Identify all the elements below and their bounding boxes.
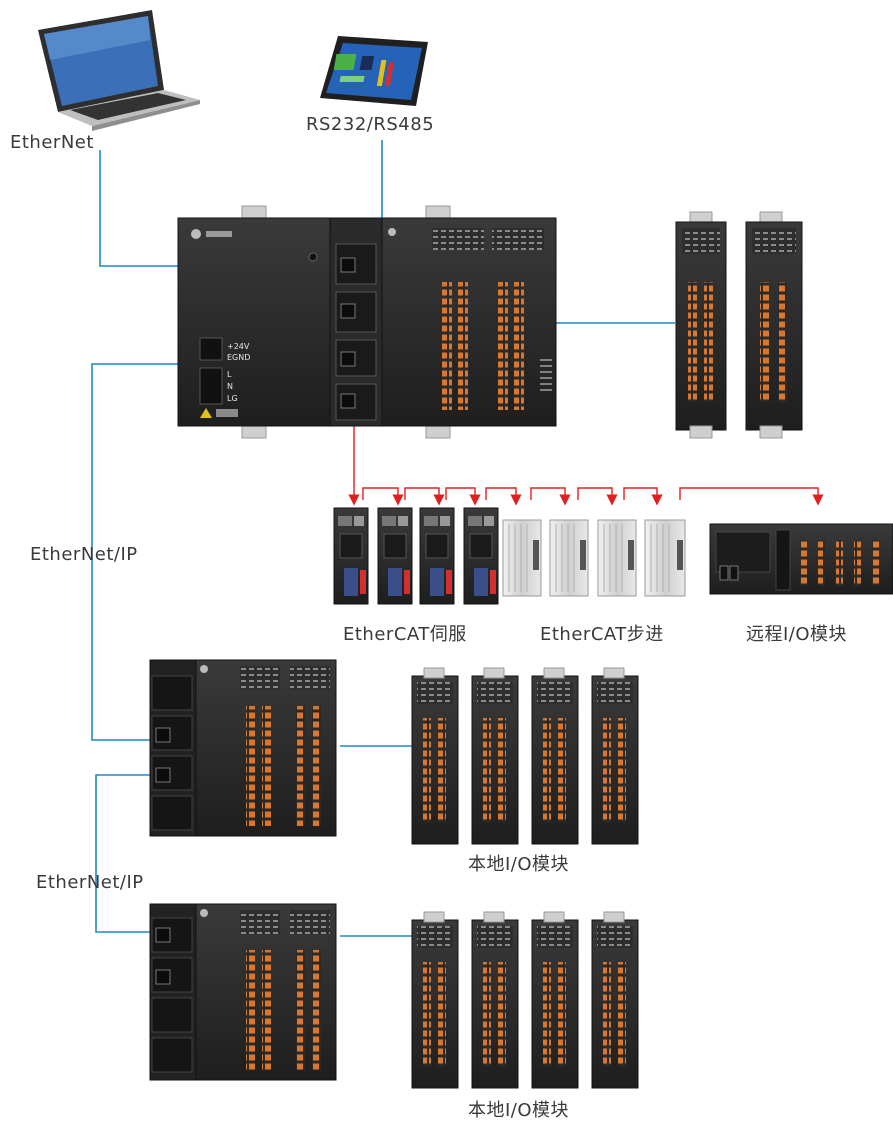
remote-io-group-label: 远程I/O模块 — [746, 624, 848, 645]
lg-label: LG — [227, 394, 238, 403]
hmi-tablet-icon — [320, 36, 428, 106]
hmi-link-label: RS232/RS485 — [306, 114, 435, 135]
remote-io-module — [709, 523, 893, 595]
io-module — [745, 211, 803, 439]
ethercat-stepper-drives — [502, 519, 686, 597]
warning-icon — [200, 408, 212, 418]
pwr-24v-label: +24V — [227, 342, 250, 351]
servo-group-label: EtherCAT伺服 — [343, 624, 467, 645]
stepper-drive — [597, 519, 637, 597]
io-module — [411, 911, 459, 1089]
local-io-modules-2 — [411, 911, 639, 1089]
ethernet-ip-link-2 — [95, 774, 168, 933]
main-io-modules — [675, 211, 803, 439]
stepper-drive — [549, 519, 589, 597]
local-io-1-label: 本地I/O模块 — [468, 854, 570, 875]
l-label: L — [227, 370, 232, 379]
laptop-icon — [38, 10, 200, 131]
io-module — [531, 667, 579, 845]
io-module — [411, 667, 459, 845]
io-module — [675, 211, 727, 439]
io-module — [471, 667, 519, 845]
main-plc-controller: +24V EGND L N LG — [177, 205, 557, 439]
ethernet-ip-plc-2 — [149, 903, 337, 1081]
servo-drive — [333, 507, 369, 605]
stepper-group-label: EtherCAT步进 — [540, 624, 664, 645]
servo-drive — [419, 507, 455, 605]
io-module — [531, 911, 579, 1089]
io-module — [591, 911, 639, 1089]
local-io-modules-1 — [411, 667, 639, 845]
stepper-drive — [644, 519, 686, 597]
stepper-drive — [502, 519, 542, 597]
local-io-2-label: 本地I/O模块 — [468, 1100, 570, 1121]
n-label: N — [227, 382, 233, 391]
ethercat-bus-lines — [348, 425, 824, 506]
ethercat-servo-drives — [333, 507, 499, 605]
egnd-label: EGND — [227, 353, 250, 362]
laptop-link-label: EtherNet — [10, 132, 94, 153]
ethernet-ip-label-1: EtherNet/IP — [30, 544, 138, 565]
io-module — [591, 667, 639, 845]
ethernet-ip-label-2: EtherNet/IP — [36, 872, 144, 893]
io-module — [471, 911, 519, 1089]
ethernet-ip-plc-1 — [149, 659, 337, 837]
servo-drive — [463, 507, 499, 605]
servo-drive — [377, 507, 413, 605]
